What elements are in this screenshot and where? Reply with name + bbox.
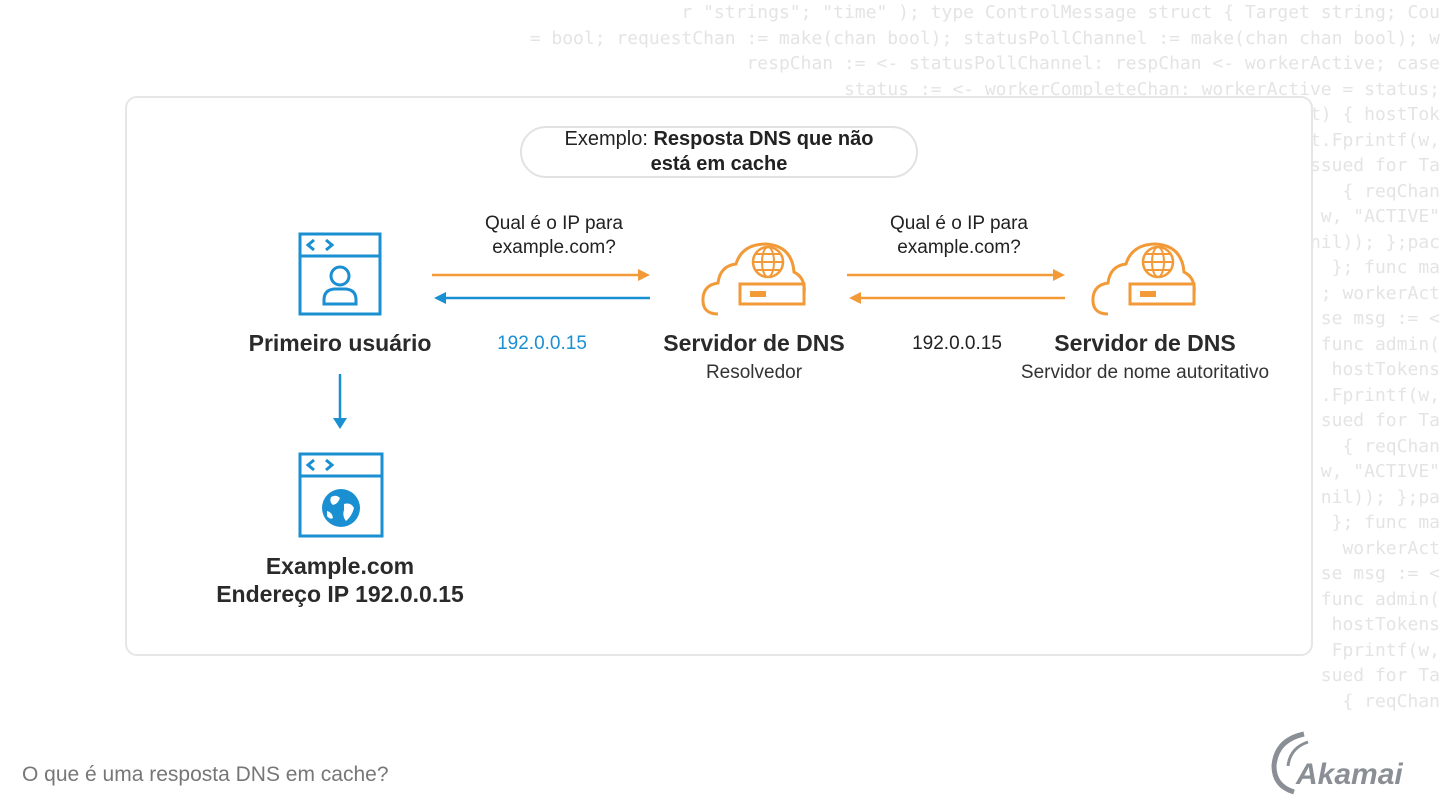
resolver-cloud-server-icon — [701, 242, 806, 316]
background-code-line: hostTokens — [1331, 359, 1440, 380]
background-code-line: t.Fprintf(w, — [1309, 129, 1440, 151]
website-ip: Endereço IP 192.0.0.15 — [216, 581, 464, 607]
query2-text: Qual é o IP para example.com? — [855, 212, 1063, 260]
resolver-sublabel: Resolvedor — [705, 362, 803, 383]
answer1-ip: 192.0.0.15 — [497, 333, 587, 354]
background-code-line: t) { hostTok — [1309, 104, 1440, 125]
background-code-line: status := <- workerCompleteChan: workerA… — [843, 78, 1440, 100]
background-code-line: w, "ACTIVE" — [1320, 461, 1440, 482]
background-code-line: { reqChan — [1342, 690, 1440, 712]
background-code-line: se msg := < — [1320, 308, 1440, 329]
page-caption: O que é uma resposta DNS em cache? — [22, 763, 389, 786]
background-code-line: workerAct — [1342, 537, 1440, 559]
authoritative-cloud-server-icon — [1091, 242, 1196, 316]
background-code-line: }; func ma — [1331, 257, 1440, 278]
akamai-logo-text: Akamai — [1295, 758, 1403, 791]
background-code: r "strings"; "time" ); type ControlMessa… — [520, 0, 1440, 720]
background-code-line: sued for Ta — [1320, 665, 1440, 686]
title-bold-line1: Resposta DNS que não — [653, 128, 874, 150]
authoritative-sublabel: Servidor de nome autoritativo — [1020, 362, 1270, 383]
background-code-line: sued for Ta — [1320, 410, 1440, 431]
background-code-line: nil)); };pac — [1309, 231, 1440, 253]
authoritative-label: Servidor de DNS — [1054, 330, 1236, 356]
background-code-line: nil)); };pa — [1320, 486, 1440, 508]
akamai-logo: Akamai — [1271, 731, 1403, 795]
background-code-line: ; workerAct — [1320, 282, 1440, 304]
background-code-line: hostTokens — [1331, 614, 1440, 635]
diagram-title: Exemplo: Resposta DNS que não está em ca… — [520, 126, 918, 178]
background-code-line: r "strings"; "time" ); type ControlMessa… — [681, 2, 1440, 23]
user-browser-icon — [298, 232, 382, 316]
background-code-line: { reqChan — [1342, 180, 1440, 202]
background-code-line: ssued for Ta — [1309, 155, 1440, 176]
arrow-authoritative-to-resolver — [849, 292, 1065, 304]
arrow-resolver-to-user — [434, 292, 650, 304]
query1-text: Qual é o IP para example.com? — [450, 212, 658, 260]
background-code-line: func admin( — [1320, 588, 1440, 610]
resolver-label: Servidor de DNS — [663, 330, 845, 356]
down-arrow — [333, 374, 347, 429]
user-label: Primeiro usuário — [248, 330, 432, 356]
title-prefix: Exemplo: — [564, 128, 648, 150]
website-globe-icon — [298, 452, 384, 538]
arrow-user-to-resolver — [432, 269, 650, 281]
query1-line2: example.com? — [492, 237, 616, 258]
background-code-line: se msg := < — [1320, 563, 1440, 584]
background-code-line: w, "ACTIVE" — [1320, 206, 1440, 227]
background-code-line: Fprintf(w, — [1331, 639, 1440, 661]
answer2-ip: 192.0.0.15 — [912, 333, 1002, 354]
background-code-line: .Fprintf(w, — [1320, 384, 1440, 406]
arrow-resolver-to-authoritative — [847, 269, 1065, 281]
background-code-line: func admin( — [1320, 333, 1440, 355]
query2-line1: Qual é o IP para — [889, 213, 1029, 234]
query2-line2: example.com? — [897, 237, 1021, 258]
website-name: Example.com — [265, 553, 415, 579]
background-code-line: = bool; requestChan := make(chan bool); … — [529, 27, 1440, 49]
background-code-line: }; func ma — [1331, 512, 1440, 533]
query1-line1: Qual é o IP para — [484, 213, 624, 234]
background-code-line: { reqChan — [1342, 435, 1440, 457]
diagram-card — [125, 96, 1313, 656]
background-code-line: respChan := <- statusPollChannel: respCh… — [746, 53, 1440, 74]
title-bold-line2: está em cache — [650, 153, 788, 175]
